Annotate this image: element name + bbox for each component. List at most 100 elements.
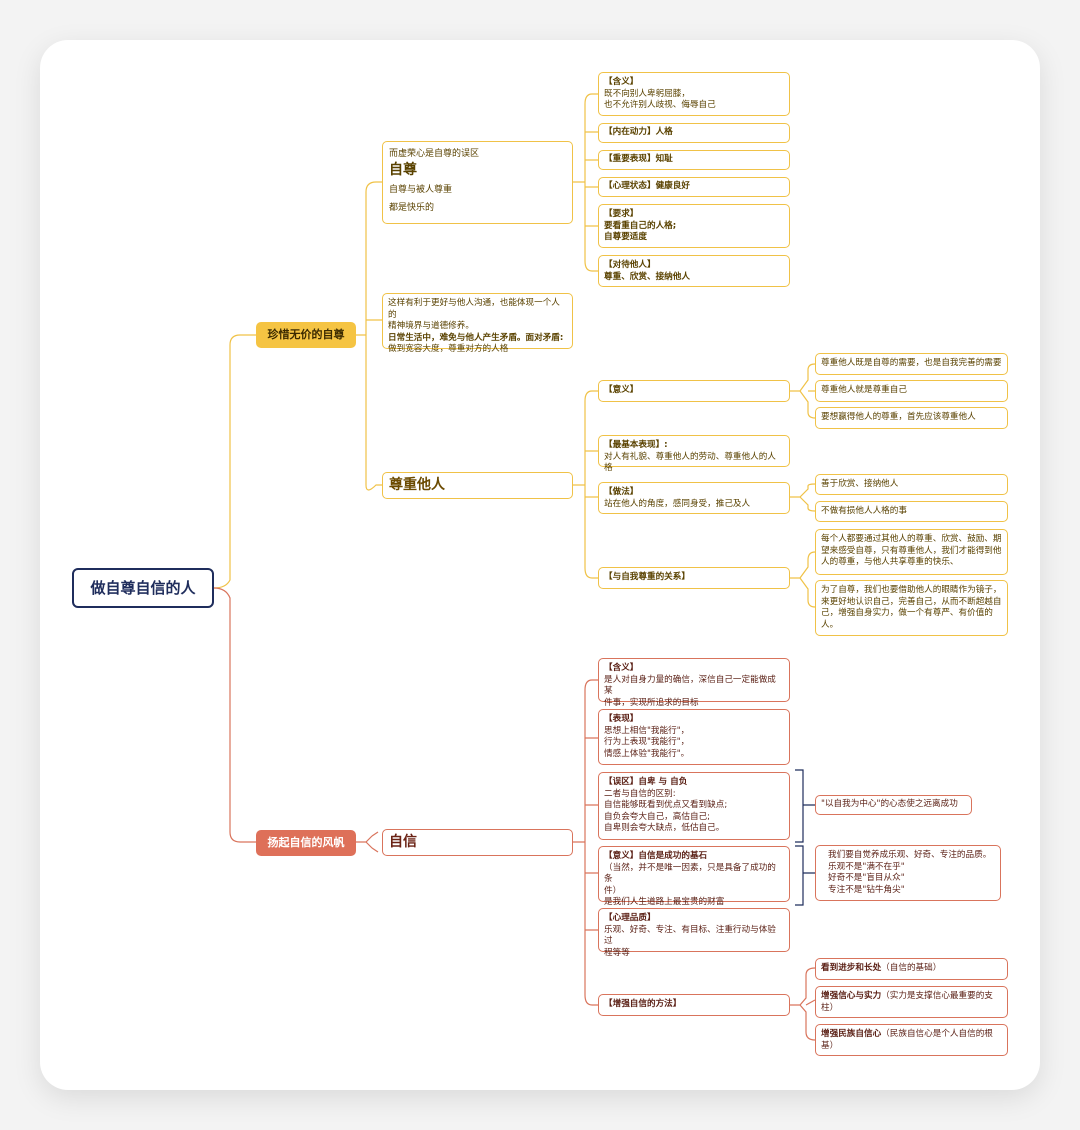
sr-mental-node[interactable]: 【心理状态】健康良好 — [598, 177, 790, 197]
sc-method-item-rest2: 基） — [821, 1040, 839, 1051]
ro-relation-l2: 望来感受自尊，只有尊重他人，我们才能得到他 — [821, 545, 1002, 556]
benefit-node[interactable]: 这样有利于更好与他人沟通，也能体现一个人的 精神境界与道德修养。 日常生活中，难… — [382, 293, 573, 354]
ro-relation-l1: 为了自尊，我们也要借助他人的眼睛作为镜子， — [821, 585, 1002, 595]
ro-relation-node[interactable]: 【与自我尊重的关系】 — [598, 567, 790, 589]
sc-quality-head: 【心理品质】 — [604, 913, 656, 923]
sc-misconception-node[interactable]: 【误区】自卑 与 自负 二者与自信的区别: 自信能够既看到优点又看到缺点; 自负… — [598, 772, 790, 840]
sc-misconception-l1: 二者与自信的区别: — [604, 788, 676, 799]
self-confidence-node[interactable]: 自信 — [382, 829, 573, 856]
sc-misconception-l3: 自负会夸大自己，高估自己; — [604, 811, 711, 822]
sc-method-item-rest: （自信的基础） — [881, 963, 942, 974]
sc-quality-note-l3: 好奇不是"盲目从众" — [828, 873, 905, 884]
sc-expression-node[interactable]: 【表现】 思想上相信"我能行"， 行为上表现"我能行"， 情感上体验"我能行"。 — [598, 709, 790, 765]
sc-meaning-head: 【含义】 — [604, 663, 639, 673]
sc-method-text: 【增强自信的方法】 — [604, 999, 682, 1010]
sc-quality-note-l4: 专注不是"钻牛角尖" — [828, 884, 905, 895]
benefit-line4: 做到宽容大度，尊重对方的人格 — [388, 344, 509, 355]
sc-expression-l3: 情感上体验"我能行"。 — [604, 748, 690, 759]
ro-relation-item[interactable]: 每个人都要通过其他人的尊重、欣赏、鼓励、期 望来感受自尊，只有尊重他人，我们才能… — [815, 529, 1008, 575]
ro-meaning-item[interactable]: 要想赢得他人的尊重，首先应该尊重他人 — [815, 407, 1008, 429]
sc-expression-l1: 思想上相信"我能行"， — [604, 725, 690, 736]
self-respect-line2: 自尊与被人尊重 — [389, 185, 453, 196]
sc-quality-l2: 程等等 — [604, 947, 630, 958]
sc-expression-l2: 行为上表现"我能行"， — [604, 737, 690, 748]
ro-basic-head: 【最基本表现】: — [604, 440, 668, 450]
ro-method-item[interactable]: 善于欣赏、接纳他人 — [815, 474, 1008, 495]
sr-require-node[interactable]: 【要求】 要看重自己的人格; 自尊要适度 — [598, 204, 790, 248]
sr-require-l1: 要看重自己的人格; — [604, 220, 677, 231]
sc-method-item-bold: 看到进步和长处 — [821, 963, 882, 974]
ro-method-item[interactable]: 不做有损他人人格的事 — [815, 501, 1008, 522]
sr-meaning-node[interactable]: 【含义】 既不向别人卑躬屈膝， 也不允许别人歧视、侮辱自己 — [598, 72, 790, 116]
self-respect-title: 自尊 — [389, 162, 417, 179]
sc-quality-node[interactable]: 【心理品质】 乐观、好奇、专注、有目标、注重行动与体验过 程等等 — [598, 908, 790, 958]
sc-quality-note[interactable]: 我们要自觉养成乐观、好奇、专注的品质。 乐观不是"满不在乎" 好奇不是"盲目从众… — [815, 845, 1001, 901]
root-node[interactable]: 做自尊自信的人 — [72, 568, 214, 608]
sc-method-item-rest2: 柱） — [821, 1002, 839, 1013]
sc-method-item-rest: （民族自信心是个人自信的根 — [881, 1029, 993, 1039]
self-respect-line1: 而虚荣心是自尊的误区 — [389, 149, 480, 159]
ro-meaning-item-text: 尊重他人就是尊重自己 — [821, 385, 907, 396]
sc-significance-head: 【意义】自信是成功的基石 — [604, 851, 708, 861]
sr-require-head: 【要求】 — [604, 209, 639, 219]
ro-relation-l3: 己，增强自身实力，做一个有尊严、有价值的 — [821, 608, 993, 619]
ro-method-l1: 站在他人的角度，感同身受，推己及人 — [604, 498, 751, 509]
ro-method-item-text: 不做有损他人人格的事 — [821, 505, 907, 516]
sr-meaning-head: 【含义】 — [604, 77, 639, 87]
sr-treat-l1: 尊重、欣赏、接纳他人 — [604, 271, 690, 282]
sc-method-node[interactable]: 【增强自信的方法】 — [598, 994, 790, 1016]
sc-misconception-note[interactable]: "以自我为中心"的心态使之远离成功 — [815, 795, 972, 815]
sc-method-item-bold: 增强信心与实力 — [821, 991, 882, 1001]
ro-relation-l1: 每个人都要通过其他人的尊重、欣赏、鼓励、期 — [821, 534, 1002, 544]
sc-misconception-l4: 自卑则会夸大缺点，低估自己。 — [604, 823, 725, 834]
sr-expression-text: 【重要表现】知耻 — [604, 154, 673, 165]
ro-method-head: 【做法】 — [604, 487, 639, 497]
sc-significance-l2: 件） — [604, 885, 622, 896]
ro-meaning-item-text: 尊重他人既是自尊的需要，也是自我完善的需要 — [821, 358, 1002, 369]
ro-basic-node[interactable]: 【最基本表现】: 对人有礼貌、尊重他人的劳动、尊重他人的人格 — [598, 435, 790, 473]
sr-motive-text: 【内在动力】人格 — [604, 127, 673, 138]
benefit-line1: 这样有利于更好与他人沟通，也能体现一个人的 — [388, 298, 560, 320]
sc-significance-l1: （当然，并不是唯一因素，只是具备了成功的条 — [604, 862, 776, 885]
sc-misconception-note-text: "以自我为中心"的心态使之远离成功 — [821, 799, 958, 810]
sc-quality-note-l1: 我们要自觉养成乐观、好奇、专注的品质。 — [828, 850, 992, 860]
ro-relation-text: 【与自我尊重的关系】 — [604, 572, 690, 583]
ro-method-node[interactable]: 【做法】 站在他人的角度，感同身受，推己及人 — [598, 482, 790, 514]
sc-method-item-line1: 增强信心与实力（实力是支撑信心最重要的支 — [821, 991, 1002, 1003]
ro-method-item-text: 善于欣赏、接纳他人 — [821, 478, 899, 489]
sr-meaning-l2: 也不允许别人歧视、侮辱自己 — [604, 100, 716, 111]
branch-self-confidence[interactable]: 扬起自信的风帆 — [256, 830, 356, 856]
sr-motive-node[interactable]: 【内在动力】人格 — [598, 123, 790, 143]
sc-method-item-bold: 增强民族自信心 — [821, 1029, 882, 1039]
sc-method-item[interactable]: 增强信心与实力（实力是支撑信心最重要的支 柱） — [815, 986, 1008, 1018]
ro-meaning-item[interactable]: 尊重他人既是自尊的需要，也是自我完善的需要 — [815, 353, 1008, 375]
sc-misconception-l2: 自信能够既看到优点又看到缺点; — [604, 800, 728, 811]
ro-relation-item[interactable]: 为了自尊，我们也要借助他人的眼睛作为镜子， 来更好地认识自己，完善自己，从而不断… — [815, 580, 1008, 636]
sc-method-item-line1: 增强民族自信心（民族自信心是个人自信的根 — [821, 1029, 1002, 1041]
sr-require-l2: 自尊要适度 — [604, 232, 647, 243]
sc-method-item-rest: （实力是支撑信心最重要的支 — [881, 991, 993, 1001]
sr-mental-text: 【心理状态】健康良好 — [604, 181, 690, 192]
sc-meaning-l1: 是人对自身力量的确信，深信自己一定能做成某 — [604, 674, 776, 697]
respect-others-node[interactable]: 尊重他人 — [382, 472, 573, 499]
ro-relation-l4: 人。 — [821, 619, 839, 630]
ro-basic-l1: 对人有礼貌、尊重他人的劳动、尊重他人的人格 — [604, 451, 776, 474]
sr-treat-node[interactable]: 【对待他人】 尊重、欣赏、接纳他人 — [598, 255, 790, 287]
self-respect-node[interactable]: 而虚荣心是自尊的误区 自尊 自尊与被人尊重 都是快乐的 — [382, 141, 573, 224]
benefit-line3: 日常生活中，难免与他人产生矛盾。面对矛盾: — [388, 332, 564, 343]
sc-meaning-node[interactable]: 【含义】 是人对自身力量的确信，深信自己一定能做成某 件事，实现所追求的目标 — [598, 658, 790, 708]
ro-relation-l3: 人的尊重，与他人共享尊重的快乐、 — [821, 557, 959, 568]
sc-method-item-text: 看到进步和长处（自信的基础） — [821, 963, 941, 975]
sc-significance-node[interactable]: 【意义】自信是成功的基石 （当然，并不是唯一因素，只是具备了成功的条 件） 是我… — [598, 846, 790, 907]
sc-method-item[interactable]: 看到进步和长处（自信的基础） — [815, 958, 1008, 980]
sc-quality-l1: 乐观、好奇、专注、有目标、注重行动与体验过 — [604, 924, 776, 947]
ro-meaning-item[interactable]: 尊重他人就是尊重自己 — [815, 380, 1008, 402]
sc-quality-note-l2: 乐观不是"满不在乎" — [828, 861, 905, 872]
sr-expression-node[interactable]: 【重要表现】知耻 — [598, 150, 790, 170]
sc-method-item[interactable]: 增强民族自信心（民族自信心是个人自信的根 基） — [815, 1024, 1008, 1056]
ro-meaning-node[interactable]: 【意义】 — [598, 380, 790, 402]
branch-self-respect[interactable]: 珍惜无价的自尊 — [256, 322, 356, 348]
sr-treat-head: 【对待他人】 — [604, 260, 656, 270]
sr-meaning-l1: 既不向别人卑躬屈膝， — [604, 88, 690, 99]
